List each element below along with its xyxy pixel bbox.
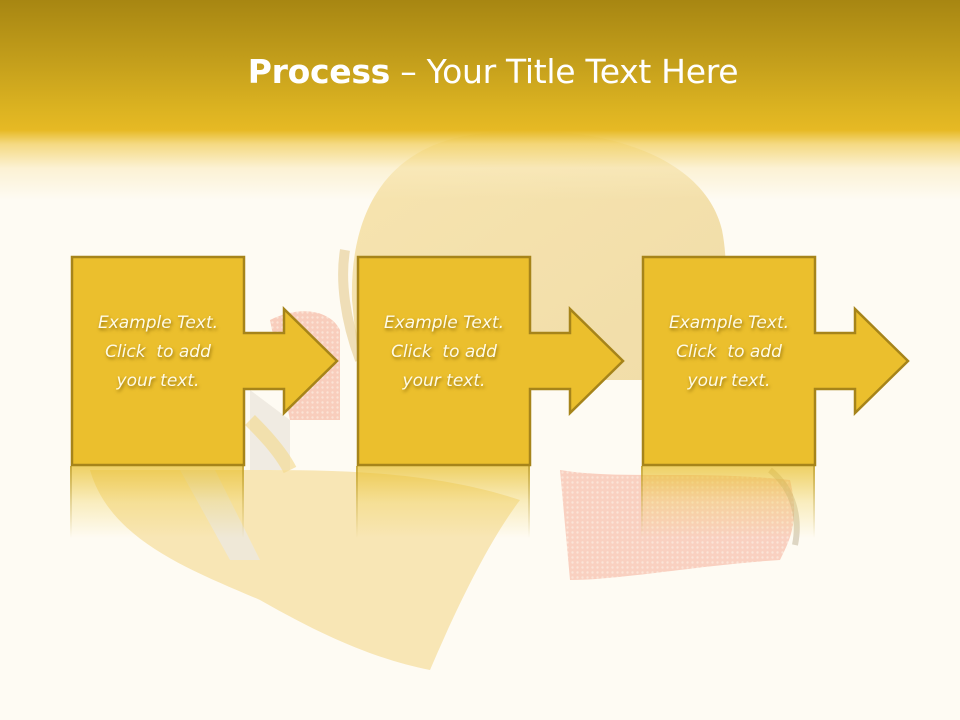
arrow-right-icon [356, 255, 625, 467]
process-step-1[interactable]: Example Text. Click to add your text. [70, 255, 340, 555]
step-text[interactable]: Example Text. Click to add your text. [643, 309, 815, 396]
title-bold: Process [247, 52, 391, 91]
step-text[interactable]: Example Text. Click to add your text. [358, 309, 530, 396]
arrow-right-icon [70, 255, 339, 467]
step-text-line1: Example Text. [383, 313, 505, 333]
step-reflection [70, 466, 244, 538]
step-text-line1: Example Text. [97, 313, 219, 333]
step-text-line2: Click to add [391, 342, 497, 362]
step-text[interactable]: Example Text. Click to add your text. [72, 309, 244, 396]
step-text-line3: your text. [687, 371, 771, 391]
step-text-line3: your text. [402, 371, 486, 391]
step-text-line1: Example Text. [668, 313, 790, 333]
step-text-line2: Click to add [676, 342, 782, 362]
process-step-2[interactable]: Example Text. Click to add your text. [356, 255, 626, 555]
step-reflection [356, 466, 530, 538]
arrow-right-icon [641, 255, 910, 467]
slide-title[interactable]: Process – Your Title Text Here [0, 52, 960, 91]
title-rest: – Your Title Text Here [390, 52, 739, 91]
process-step-3[interactable]: Example Text. Click to add your text. [641, 255, 911, 555]
header-band [0, 0, 960, 200]
step-text-line2: Click to add [105, 342, 211, 362]
step-reflection [641, 466, 815, 538]
step-text-line3: your text. [116, 371, 200, 391]
